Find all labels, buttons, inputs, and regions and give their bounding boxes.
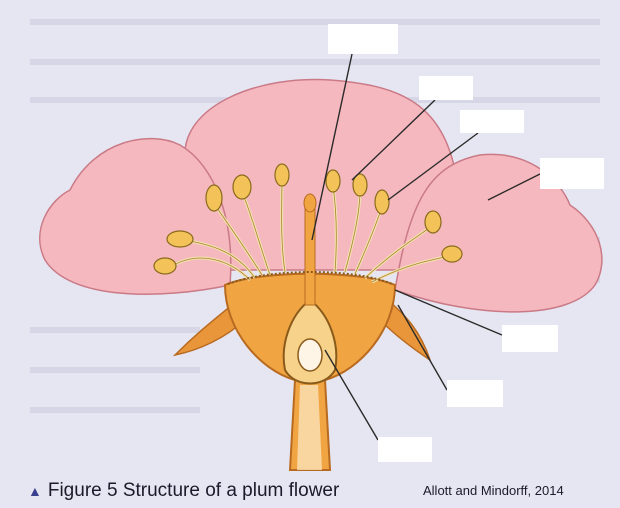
leader-lines — [311, 53, 541, 441]
figure-caption: ▲ Figure 5 Structure of a plum flower — [28, 480, 339, 502]
label-box-anther — [419, 76, 473, 100]
label-box-petal — [540, 158, 604, 189]
label-box-stigma — [328, 24, 398, 54]
figure-credit: Allott and Mindorff, 2014 — [423, 483, 564, 498]
petal-left — [39, 137, 232, 295]
petal-right — [394, 153, 603, 313]
label-box-sepal — [447, 380, 503, 407]
receptacle-rim — [227, 271, 393, 285]
style — [304, 204, 316, 306]
label-box-receptacle — [502, 325, 558, 352]
label-box-filament — [460, 110, 524, 133]
anthers — [153, 163, 463, 275]
pedicel-highlight — [297, 385, 322, 470]
ovule — [297, 338, 323, 372]
triangle-icon: ▲ — [28, 483, 42, 499]
sepal-left — [172, 298, 246, 357]
stigma — [303, 193, 317, 213]
figure-caption-text: Figure 5 Structure of a plum flower — [47, 480, 340, 501]
label-box-ovary — [378, 437, 432, 462]
